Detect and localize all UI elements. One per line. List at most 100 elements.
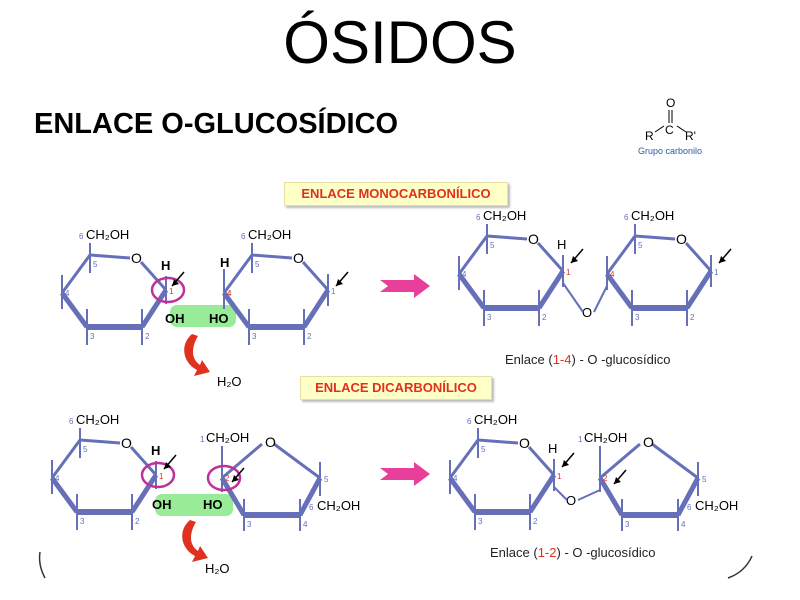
arrow-icon	[336, 279, 343, 286]
carbon-number: 2	[603, 474, 608, 483]
carbon-number: 3	[247, 520, 252, 529]
highlight-circle	[206, 464, 242, 492]
carbon-number: 5	[702, 475, 707, 484]
condensation-highlight	[170, 305, 236, 327]
carbon-number: 1	[566, 268, 571, 277]
ring-oxygen: O	[519, 435, 530, 451]
bond	[139, 288, 169, 329]
bond	[60, 254, 92, 294]
carbon-number: 6	[687, 503, 692, 512]
carbon-number: 3	[90, 332, 95, 341]
carbon-number: 2	[225, 474, 230, 483]
water-label: H₂O	[205, 561, 230, 576]
ch2oh-group: CH₂OH	[474, 412, 517, 427]
caption-text: Enlace (	[490, 545, 538, 560]
carbon-number: 6	[624, 213, 629, 222]
bridge-oxygen: O	[582, 305, 592, 320]
arrow-icon	[571, 256, 578, 263]
slide-title: ÓSIDOS	[283, 9, 517, 76]
bond	[301, 288, 331, 329]
ring-oxygen: O	[121, 435, 132, 451]
hydrogen-label: H	[557, 237, 566, 252]
water-label: H₂O	[217, 374, 242, 389]
arrow-icon	[614, 477, 621, 484]
hydrogen-label: H	[220, 255, 229, 270]
carbon-number: 3	[80, 517, 85, 526]
bond	[536, 242, 565, 272]
bond	[536, 269, 566, 310]
carbon-number: 5	[93, 260, 98, 269]
bond	[486, 234, 528, 241]
carbon-number: 4	[453, 474, 458, 483]
carbon-number: 2	[690, 313, 695, 322]
arrow-icon	[232, 475, 239, 482]
bond	[477, 438, 519, 445]
bond	[222, 254, 254, 294]
ring-oxygen: O	[676, 231, 687, 247]
caption-text: Enlace (	[505, 352, 553, 367]
bond	[577, 489, 601, 501]
bond	[599, 442, 641, 480]
water-release-arrow-icon	[184, 334, 210, 376]
carbon-number: 3	[487, 313, 492, 322]
water-release-arrow-icon	[182, 520, 208, 562]
bond	[527, 473, 557, 514]
carbon-number: 4	[462, 270, 467, 279]
carbon-number: 4	[303, 520, 308, 529]
carbon-number: 5	[324, 475, 329, 484]
bond	[651, 442, 699, 480]
bond	[49, 476, 80, 514]
bond	[684, 269, 714, 310]
r-prime-group: R'	[685, 129, 696, 143]
carbon-number: 1	[159, 472, 164, 481]
arrow-icon	[562, 460, 569, 467]
bond	[297, 476, 323, 517]
hydroxyl-label: OH	[152, 497, 172, 512]
caption-link: 1-2	[537, 545, 557, 560]
reaction-arrow-icon	[380, 274, 430, 298]
bond	[527, 446, 556, 476]
carbon-number: 3	[252, 332, 257, 341]
carbon-number: 6	[476, 213, 481, 222]
carbon-number: 3	[625, 520, 630, 529]
carbon-number: 5	[638, 241, 643, 250]
arrow-icon	[719, 256, 726, 263]
bond	[221, 291, 252, 329]
reaction-arrow-icon	[380, 462, 430, 486]
carbonyl-oxygen: O	[666, 96, 675, 110]
carbon-number: 1	[557, 472, 562, 481]
arrow-icon	[164, 462, 171, 469]
bond	[684, 242, 713, 272]
carbon-number: 6	[309, 503, 314, 512]
bond	[597, 476, 625, 517]
ring-oxygen: O	[643, 434, 654, 450]
bond	[562, 282, 584, 313]
carbon-number: 4	[610, 270, 615, 279]
highlight-circle	[140, 461, 176, 489]
highlight-circle	[150, 276, 186, 304]
carbon-number: 5	[490, 241, 495, 250]
bond	[593, 285, 608, 313]
ring-oxygen: O	[528, 231, 539, 247]
carbon-number: 4	[65, 289, 70, 298]
bond	[301, 261, 330, 291]
carbon-number: 5	[481, 445, 486, 454]
decorative-curve	[38, 551, 46, 579]
ch2oh-group: CH₂OH	[631, 208, 674, 223]
hydroxyl-label: HO	[209, 311, 229, 326]
arrow-icon	[172, 279, 179, 286]
bond	[89, 253, 131, 260]
bond	[59, 291, 90, 329]
carbon-number: 1	[578, 435, 583, 444]
carbon-number: 1	[714, 268, 719, 277]
bond	[129, 446, 158, 476]
hydrogen-label: H	[548, 441, 557, 456]
hydrogen-label: H	[151, 443, 160, 458]
bond	[251, 253, 293, 260]
carbon-number: 2	[307, 332, 312, 341]
carbon-number: 3	[635, 313, 640, 322]
caption-text: ) - O -glucosídico	[571, 352, 671, 367]
bond	[553, 486, 568, 501]
carbon-number: 6	[69, 417, 74, 426]
